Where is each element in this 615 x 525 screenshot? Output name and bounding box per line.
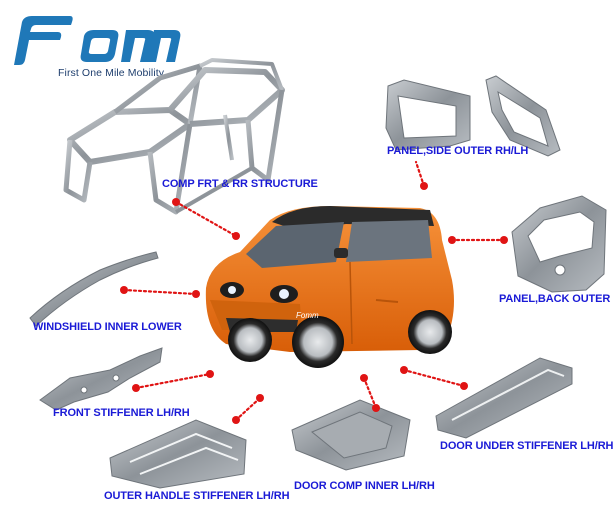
label-front-stiffener: FRONT STIFFENER LH/RH: [53, 407, 190, 419]
fomm-logo: First One Mile Mobility: [8, 8, 193, 82]
fomm-wordmark: [14, 16, 181, 65]
frame-structure-part: [63, 58, 285, 215]
leader-door-under: [402, 368, 466, 388]
fomm-car-illustration: Fomm: [205, 206, 454, 368]
leader-frame: [174, 200, 238, 238]
leader-door-inner: [362, 376, 378, 410]
leader-front-stiffener: [134, 372, 212, 390]
side-outer-panel-part: [385, 75, 561, 157]
front-stiffener-part: [39, 347, 163, 411]
leader-side: [414, 160, 426, 188]
back-outer-panel-part: [511, 195, 607, 293]
door-under-stiffener-part: [435, 357, 573, 439]
windshield-inner-lower-part: [29, 251, 159, 327]
car-badge: Fomm: [296, 311, 319, 320]
leader-outer-handle: [234, 396, 262, 422]
leader-lines: [122, 160, 506, 422]
logo-tagline: First One Mile Mobility: [58, 67, 165, 79]
leader-dots: [120, 182, 508, 424]
label-windshield-inner-lower: WINDSHIELD INNER LOWER: [33, 321, 182, 333]
leader-windshield: [122, 288, 198, 296]
label-panel-side-outer: PANEL,SIDE OUTER RH/LH: [387, 145, 529, 157]
label-door-comp-inner: DOOR COMP INNER LH/RH: [294, 480, 435, 492]
label-door-under-stiffener: DOOR UNDER STIFFENER LH/RH: [440, 440, 614, 452]
outer-handle-stiffener-part: [109, 419, 247, 489]
door-comp-inner-part: [291, 399, 411, 471]
label-outer-handle-stiffener: OUTER HANDLE STIFFENER LH/RH: [104, 490, 290, 502]
label-comp-frt-rr-structure: COMP FRT & RR STRUCTURE: [162, 178, 318, 190]
label-panel-back-outer: PANEL,BACK OUTER: [499, 293, 611, 305]
